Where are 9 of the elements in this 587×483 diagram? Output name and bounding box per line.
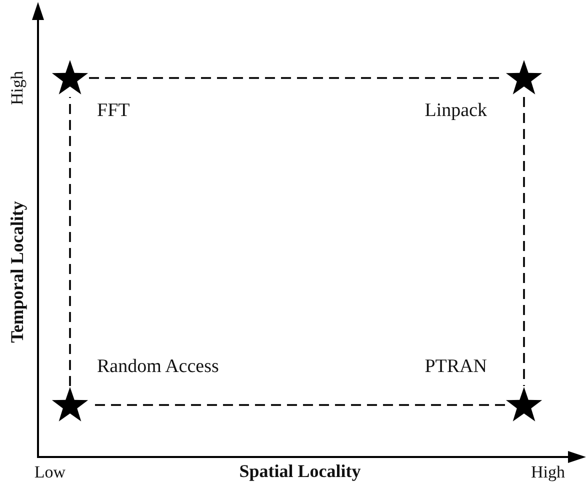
axis-tick-label: High: [8, 71, 28, 105]
axis-tick-label: Low: [34, 463, 66, 482]
point-label: PTRAN: [424, 356, 487, 378]
axis-tick-label: High: [531, 463, 565, 482]
point-label: Linpack: [424, 100, 487, 122]
axis-title: Temporal Locality: [8, 201, 28, 343]
point-label: FFT: [97, 100, 130, 122]
point-label: Random Access: [97, 356, 219, 378]
axis-title: Spatial Locality: [239, 462, 361, 482]
